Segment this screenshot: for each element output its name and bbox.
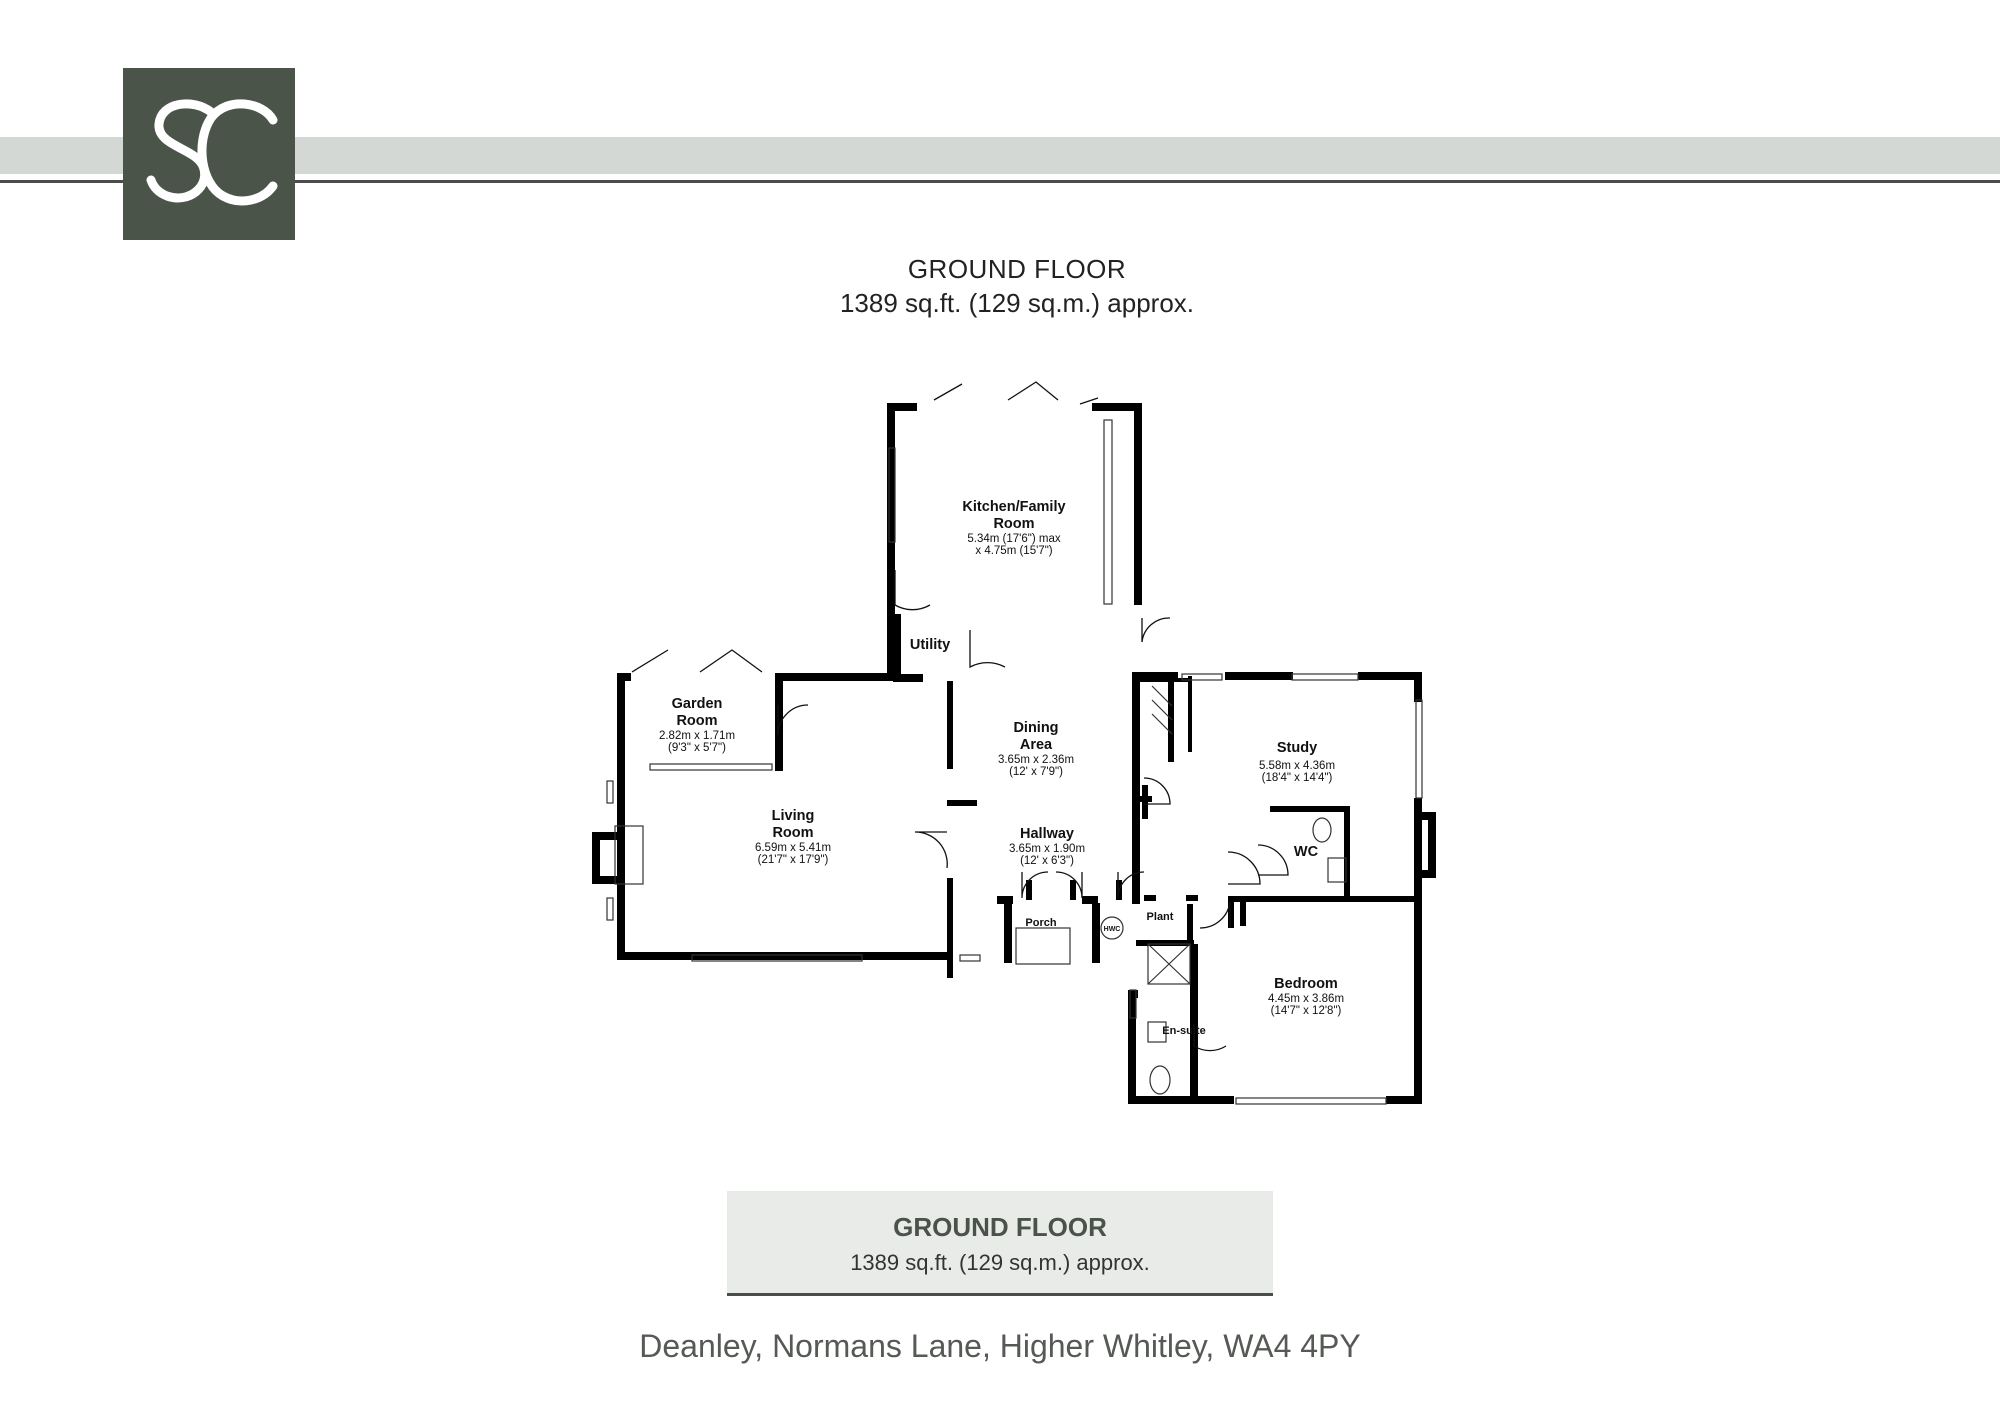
basin-icon: [1147, 1021, 1167, 1043]
footer-summary: GROUND FLOOR 1389 sq.ft. (129 sq.m.) app…: [727, 1191, 1273, 1296]
study-dim-line1: 5.58m x 4.36m: [1259, 760, 1335, 772]
living-dim-line2: (21'7" x 17'9"): [758, 854, 829, 866]
kitchen-name-line2: Room: [993, 516, 1034, 532]
floor-title: GROUND FLOOR: [907, 254, 1127, 284]
porch-doors: [1015, 927, 1071, 965]
dining-name-line1: Dining: [1013, 720, 1058, 736]
study-dim-line2: (18'4" x 14'4"): [1262, 772, 1333, 784]
header-band: [0, 137, 2000, 174]
plant-name: Plant: [1147, 911, 1174, 923]
bedroom-dim-line2: (14'7" x 12'8"): [1271, 1005, 1342, 1017]
shower-tray-icon: [1147, 943, 1191, 985]
bedroom-name: Bedroom: [1274, 976, 1338, 992]
kitchen-name-line1: Kitchen/Family: [962, 499, 1065, 515]
windows: [606, 419, 1423, 1105]
footer-area: 1389 sq.ft. (129 sq.m.) approx.: [850, 1250, 1150, 1275]
hwc-name: HWC: [1104, 926, 1121, 933]
wc-toilet-icon: [1312, 817, 1332, 843]
utility-name: Utility: [910, 637, 950, 653]
internal-walls: [887, 614, 1418, 1100]
garden-name-line1: Garden: [672, 696, 723, 712]
living-name-line1: Living: [772, 808, 815, 824]
wc-basin-icon: [1327, 857, 1347, 883]
garden-dim-line2: (9'3" x 5'7"): [668, 742, 726, 754]
dining-name-line2: Area: [1020, 737, 1053, 753]
bedroom-dim-line1: 4.45m x 3.86m: [1268, 993, 1344, 1005]
dining-dim-line1: 3.65m x 2.36m: [998, 754, 1074, 766]
kitchen-dim-line1: 5.34m (17'6") max: [967, 533, 1060, 545]
sc-logo: SC: [123, 68, 295, 240]
room-labels: Kitchen/Family Room 5.34m (17'6") max x …: [659, 499, 1344, 1037]
doors: [631, 381, 1289, 1052]
external-walls: [592, 403, 1436, 1104]
header-rule: [0, 180, 2000, 183]
hallway-dim-line2: (12' x 6'3"): [1020, 855, 1074, 867]
living-name-line2: Room: [772, 825, 813, 841]
hallway-name: Hallway: [1020, 826, 1074, 842]
study-name: Study: [1277, 740, 1317, 756]
stairs-icon: [1151, 685, 1173, 735]
ensuite-name: En-suite: [1162, 1025, 1205, 1037]
footer-title: GROUND FLOOR: [893, 1212, 1107, 1242]
toilet-icon: [1149, 1065, 1171, 1095]
property-address: Deanley, Normans Lane, Higher Whitley, W…: [639, 1328, 1361, 1364]
porch-name: Porch: [1025, 917, 1056, 929]
wc-name: WC: [1294, 844, 1319, 860]
hallway-dim-line1: 3.65m x 1.90m: [1009, 843, 1085, 855]
garden-dim-line1: 2.82m x 1.71m: [659, 730, 735, 742]
fixtures: [1015, 685, 1347, 1095]
hwc-tank-icon: [1100, 916, 1124, 940]
dining-dim-line2: (12' x 7'9"): [1009, 766, 1063, 778]
kitchen-dim-line2: x 4.75m (15'7"): [975, 545, 1052, 557]
garden-name-line2: Room: [676, 713, 717, 729]
living-dim-line1: 6.59m x 5.41m: [755, 842, 831, 854]
sc-monogram-icon: [146, 99, 278, 206]
floor-area: 1389 sq.ft. (129 sq.m.) approx.: [839, 288, 1195, 318]
